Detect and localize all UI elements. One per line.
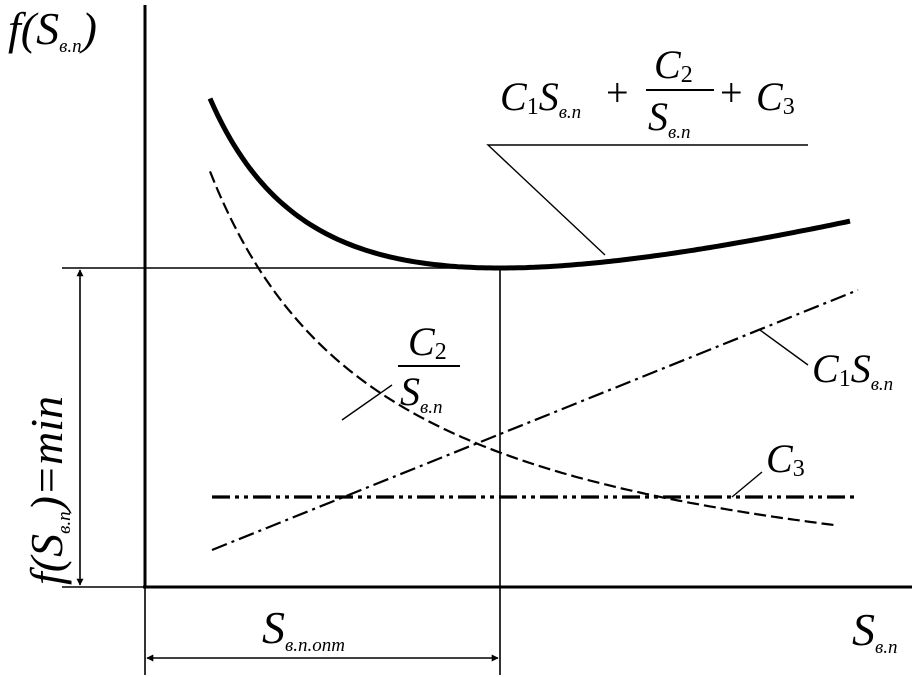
hyperbola-label: C2 Sв.п: [398, 319, 460, 418]
total-curve-leader: [486, 144, 808, 256]
linear-line: [211, 288, 859, 552]
total-curve-label: C1Sв.п + C2 Sв.п + C3: [500, 42, 795, 143]
svg-text:+: +: [606, 70, 629, 115]
hyperbola-curve: [208, 170, 835, 527]
y-axis-label: f(Sв.п): [8, 3, 97, 57]
svg-text:C1Sв.п: C1Sв.п: [500, 74, 581, 123]
linear-leader: [759, 329, 809, 366]
svg-text:+: +: [720, 70, 743, 115]
linear-label: C1Sв.п: [812, 346, 893, 395]
svg-text:C2: C2: [654, 42, 693, 88]
svg-text:f(Sв.п)=min: f(Sв.п)=min: [21, 396, 75, 585]
total-cost-curve: [207, 97, 851, 271]
constant-label: C3: [766, 436, 805, 482]
svg-text:Sв.п: Sв.п: [400, 369, 443, 418]
hyperbola-leader: [341, 384, 393, 421]
optimum-label: Sв.п.опт: [262, 602, 345, 656]
min-value-label: f(Sв.п)=min: [21, 396, 75, 585]
constant-leader: [731, 471, 763, 498]
svg-text:C2: C2: [408, 319, 447, 365]
svg-text:C3: C3: [756, 74, 795, 120]
svg-text:Sв.п: Sв.п: [648, 94, 691, 143]
x-axis-label: Sв.п: [852, 604, 898, 658]
